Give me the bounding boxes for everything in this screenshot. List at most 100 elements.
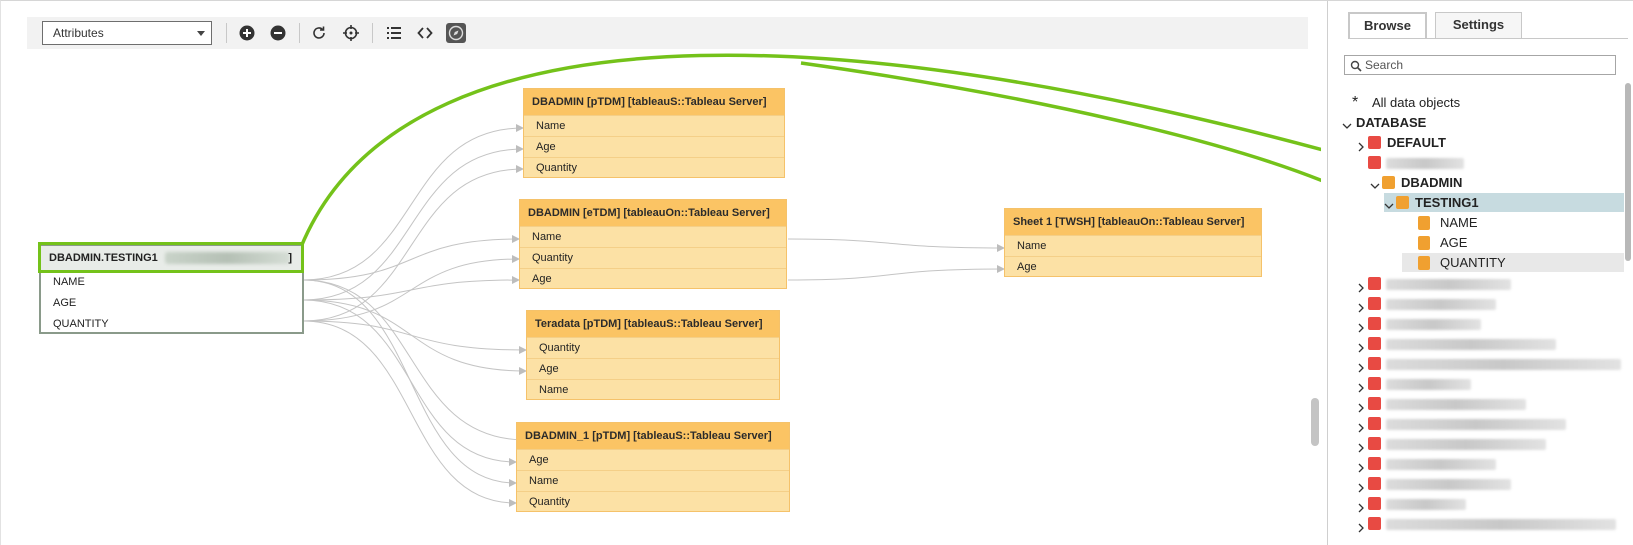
target-column[interactable]: Name (524, 115, 784, 136)
browse-panel: Browse Settings Search * All data object… (1328, 1, 1633, 545)
database-icon (1368, 317, 1381, 330)
table-icon (1396, 196, 1409, 209)
redacted-text (1386, 419, 1566, 430)
target-node-title: DBADMIN [pTDM] [tableauS::Tableau Server… (524, 89, 784, 115)
redacted-text (1386, 459, 1496, 470)
target-column[interactable]: Age (527, 358, 779, 379)
view-select-value: Attributes (53, 26, 104, 40)
chevron-right-icon[interactable] (1356, 299, 1366, 313)
redacted-text (1386, 299, 1496, 310)
database-icon (1368, 517, 1381, 530)
target-column[interactable]: Name (517, 470, 789, 491)
target-column[interactable]: Name (520, 226, 786, 247)
database-icon (1368, 337, 1381, 350)
tree-item-label: AGE (1440, 235, 1468, 250)
chevron-down-icon (197, 31, 205, 36)
target-column[interactable]: Age (1005, 256, 1261, 277)
redacted-text (1386, 158, 1464, 169)
source-column[interactable]: NAME (53, 276, 85, 288)
tree-item-label: NAME (1440, 215, 1478, 230)
target-node[interactable]: DBADMIN_1 [pTDM] [tableauS::Tableau Serv… (516, 422, 790, 512)
source-column[interactable]: QUANTITY (53, 318, 109, 330)
database-icon (1368, 297, 1381, 310)
source-column[interactable]: AGE (53, 297, 77, 309)
chevron-down-icon[interactable] (1342, 117, 1352, 129)
database-icon (1368, 397, 1381, 410)
database-icon (1368, 457, 1381, 470)
center-icon[interactable] (343, 25, 359, 41)
zoom-out-icon[interactable] (270, 25, 286, 41)
target-column[interactable]: Age (520, 268, 786, 289)
redacted-text (1386, 379, 1471, 390)
redacted-text (164, 252, 290, 265)
chevron-right-icon[interactable] (1356, 519, 1366, 533)
redacted-text (1386, 479, 1511, 490)
selected-row-highlight (1384, 193, 1624, 212)
target-column[interactable]: Quantity (524, 157, 784, 178)
chevron-right-icon[interactable] (1356, 419, 1366, 433)
tree-item-label: TESTING1 (1415, 195, 1479, 210)
chevron-right-icon[interactable] (1356, 499, 1366, 513)
source-node[interactable]: DBADMIN.TESTING1 ] NAME AGE QUANTITY (39, 244, 304, 334)
redacted-text (1386, 439, 1546, 450)
lineage-canvas[interactable]: DBADMIN.TESTING1 ] NAME AGE QUANTITY DBA… (1, 51, 1321, 545)
source-node-title: DBADMIN.TESTING1 (49, 252, 158, 264)
redacted-text (1386, 519, 1616, 530)
target-column[interactable]: Quantity (517, 491, 789, 512)
chevron-right-icon[interactable] (1356, 379, 1366, 393)
target-column[interactable]: Quantity (527, 337, 779, 358)
target-node[interactable]: Sheet 1 [TWSH] [tableauOn::Tableau Serve… (1004, 208, 1262, 277)
target-node-title: Sheet 1 [TWSH] [tableauOn::Tableau Serve… (1005, 209, 1261, 235)
chevron-right-icon[interactable] (1356, 439, 1366, 453)
chevron-right-icon[interactable] (1356, 459, 1366, 473)
target-column[interactable]: Age (524, 136, 784, 157)
database-icon (1368, 156, 1381, 169)
chevron-right-icon[interactable] (1356, 359, 1366, 373)
chevron-down-icon[interactable] (1370, 177, 1380, 189)
tree-item-label: All data objects (1372, 95, 1461, 110)
chevron-right-icon[interactable] (1356, 479, 1366, 493)
database-icon (1368, 437, 1381, 450)
database-icon (1368, 377, 1381, 390)
canvas-scrollbar[interactable] (1311, 398, 1319, 446)
target-column[interactable]: Name (527, 379, 779, 400)
chevron-right-icon[interactable] (1356, 319, 1366, 333)
database-icon (1368, 497, 1381, 510)
chevron-right-icon[interactable] (1356, 339, 1366, 353)
view-select[interactable]: Attributes (42, 21, 212, 45)
chevron-down-icon[interactable] (1384, 197, 1394, 209)
chevron-right-icon[interactable] (1356, 138, 1366, 152)
target-column[interactable]: Name (1005, 235, 1261, 256)
target-column[interactable]: Quantity (520, 247, 786, 268)
panel-divider[interactable] (1327, 1, 1328, 545)
tab-settings[interactable]: Settings (1435, 12, 1522, 38)
chevron-right-icon[interactable] (1356, 399, 1366, 413)
tree-scrollbar[interactable] (1625, 83, 1631, 261)
target-node[interactable]: DBADMIN [eTDM] [tableauOn::Tableau Serve… (519, 199, 787, 289)
source-node-bracket: ] (288, 252, 292, 264)
compass-icon[interactable] (446, 23, 466, 43)
toolbar-separator (299, 23, 300, 43)
code-icon[interactable] (417, 25, 433, 41)
target-node[interactable]: Teradata [pTDM] [tableauS::Tableau Serve… (526, 310, 780, 400)
tree-item-label: DEFAULT (1387, 135, 1446, 150)
toolbar: Attributes (27, 17, 1308, 49)
tree-item-label: QUANTITY (1440, 255, 1506, 270)
lineage-connections (299, 53, 1321, 507)
refresh-icon[interactable] (311, 25, 327, 41)
tab-browse[interactable]: Browse (1348, 12, 1427, 38)
redacted-text (1386, 359, 1621, 370)
target-node[interactable]: DBADMIN [pTDM] [tableauS::Tableau Server… (523, 88, 785, 178)
schema-icon (1382, 176, 1395, 189)
target-node-title: DBADMIN [eTDM] [tableauOn::Tableau Serve… (520, 200, 786, 226)
tree-item-label: DATABASE (1356, 115, 1427, 130)
tab-underline (1348, 38, 1628, 39)
redacted-text (1386, 339, 1556, 350)
chevron-right-icon[interactable] (1356, 279, 1366, 293)
search-input[interactable]: Search (1344, 55, 1616, 75)
list-icon[interactable] (386, 25, 402, 41)
search-placeholder: Search (1365, 58, 1404, 72)
zoom-in-icon[interactable] (239, 25, 255, 41)
target-column[interactable]: Age (517, 449, 789, 470)
